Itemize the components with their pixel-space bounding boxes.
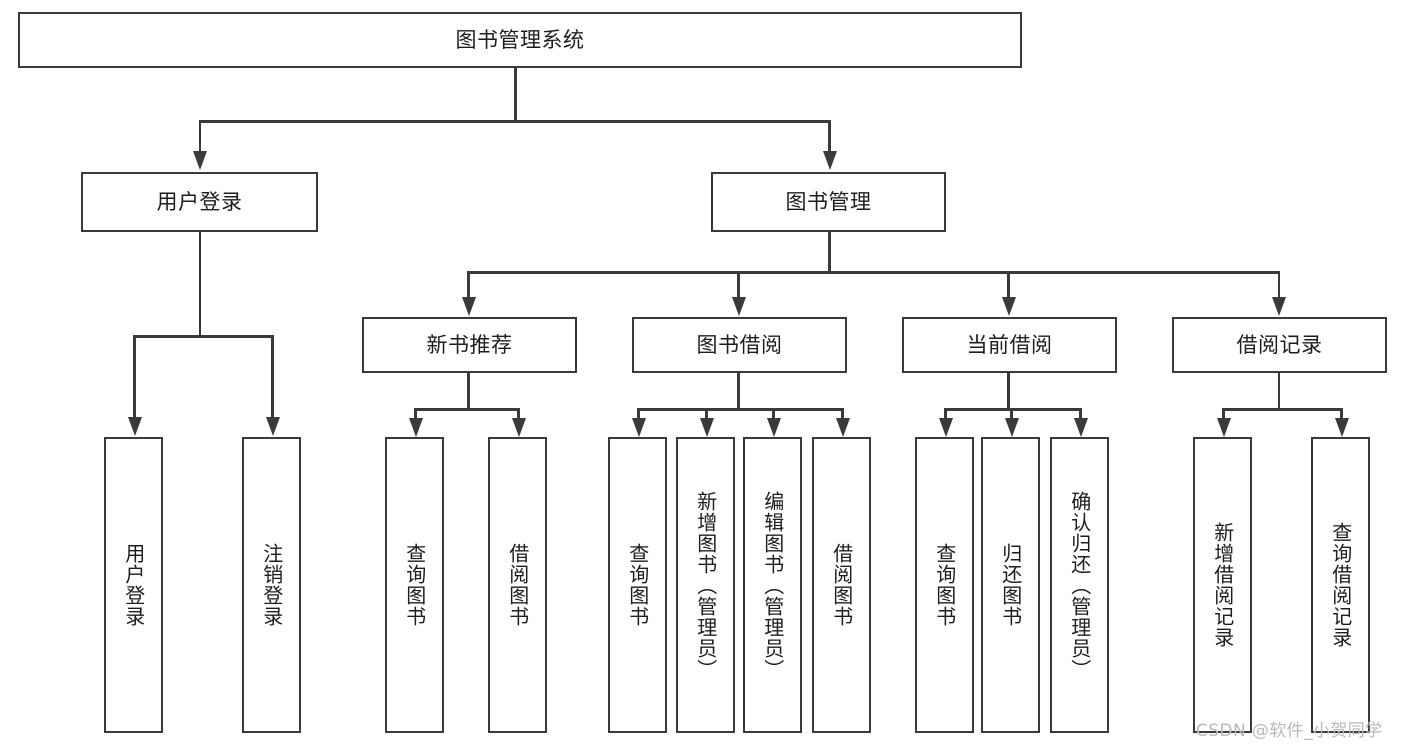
node-label: 图书管理 xyxy=(785,189,872,214)
arrowhead-user-login-leaf-1 xyxy=(265,417,280,436)
connector-new-book-bus xyxy=(415,408,519,411)
connector-book-borrow-leaf-1 xyxy=(705,408,708,420)
connector-bus-to-new-book xyxy=(467,271,470,299)
leaf-user-login-0[interactable]: 用户登录 xyxy=(104,437,163,733)
connector-root-to-user-login xyxy=(198,120,201,153)
arrowhead-book-borrow-leaf-2 xyxy=(766,418,781,437)
arrowhead-book-borrow-leaf-3 xyxy=(835,418,850,437)
arrowhead-bus-to-book-borrow xyxy=(731,297,746,316)
leaf-book-borrow-3[interactable]: 借阅图书 xyxy=(812,437,871,733)
node-label: 图书管理系统 xyxy=(455,27,585,52)
watermark-text: CSDN @软件_小贺同学 xyxy=(1196,721,1383,741)
leaf-book-borrow-1[interactable]: 新增图书（管理员） xyxy=(676,437,735,733)
node-label: 用户登录 xyxy=(156,189,243,214)
arrowhead-book-borrow-leaf-0 xyxy=(631,418,646,437)
connector-book-borrow-leaf-0 xyxy=(637,408,640,420)
leaf-borrow-record-1[interactable]: 查询借阅记录 xyxy=(1311,437,1370,733)
connector-root-bus xyxy=(199,120,831,123)
leaf-user-login-1[interactable]: 注销登录 xyxy=(242,437,301,733)
arrowhead-book-borrow-leaf-1 xyxy=(699,418,714,437)
arrowhead-current-borrow-leaf-2 xyxy=(1073,418,1088,437)
node-label: 图书借阅 xyxy=(696,332,783,357)
connector-book-mgmt-bus xyxy=(468,271,1280,274)
node-label: 查询图书 xyxy=(402,543,427,627)
arrowhead-bus-to-current-borrow xyxy=(1001,297,1016,316)
node-user-login[interactable]: 用户登录 xyxy=(81,172,318,232)
connector-book-borrow-leaf-2 xyxy=(772,408,775,420)
connector-book-mgmt-stem xyxy=(828,232,831,273)
node-label: 借阅记录 xyxy=(1236,332,1323,357)
arrowhead-new-book-leaf-0 xyxy=(408,418,423,437)
node-new-book-recommend[interactable]: 新书推荐 xyxy=(362,317,577,373)
connector-user-login-bus xyxy=(134,335,273,338)
connector-current-borrow-leaf-0 xyxy=(944,408,947,420)
connector-current-borrow-stem xyxy=(1007,373,1010,410)
node-label: 借阅图书 xyxy=(505,543,530,627)
connector-bus-to-book-borrow xyxy=(737,271,740,299)
connector-borrow-record-stem xyxy=(1277,373,1280,410)
leaf-new-book-recommend-0[interactable]: 查询图书 xyxy=(385,437,444,733)
connector-book-borrow-leaf-3 xyxy=(841,408,844,420)
arrowhead-borrow-record-leaf-1 xyxy=(1334,418,1349,437)
arrowhead-new-book-leaf-1 xyxy=(511,418,526,437)
connector-current-borrow-bus xyxy=(945,408,1080,411)
connector-user-login-leaf-1 xyxy=(271,335,274,419)
connector-new-book-stem xyxy=(467,373,470,410)
node-label: 借阅图书 xyxy=(829,543,854,627)
node-label: 注销登录 xyxy=(259,543,284,627)
arrowhead-borrow-record-leaf-0 xyxy=(1216,418,1231,437)
arrowhead-root-to-book-mgmt xyxy=(822,151,837,170)
connector-user-login-stem xyxy=(198,232,201,337)
connector-root-to-book-mgmt xyxy=(828,120,831,153)
node-label: 查询图书 xyxy=(932,543,957,627)
node-book-management[interactable]: 图书管理 xyxy=(711,172,946,232)
node-book-borrow[interactable]: 图书借阅 xyxy=(632,317,847,373)
node-label: 新增图书（管理员） xyxy=(693,490,718,680)
connector-current-borrow-leaf-2 xyxy=(1079,408,1082,420)
arrowhead-bus-to-borrow-record xyxy=(1272,297,1286,316)
connector-borrow-record-leaf-0 xyxy=(1222,408,1225,420)
arrowhead-user-login-leaf-0 xyxy=(127,417,142,436)
node-borrow-record[interactable]: 借阅记录 xyxy=(1172,317,1387,373)
connector-bus-to-current-borrow xyxy=(1007,271,1010,299)
node-label: 编辑图书（管理员） xyxy=(760,490,785,680)
connector-borrow-record-leaf-1 xyxy=(1340,408,1343,420)
node-label: 查询借阅记录 xyxy=(1328,522,1353,648)
leaf-book-borrow-0[interactable]: 查询图书 xyxy=(608,437,667,733)
connector-user-login-leaf-0 xyxy=(133,335,136,419)
leaf-book-borrow-2[interactable]: 编辑图书（管理员） xyxy=(743,437,802,733)
arrowhead-current-borrow-leaf-0 xyxy=(938,418,953,437)
leaf-borrow-record-0[interactable]: 新增借阅记录 xyxy=(1193,437,1252,733)
connector-borrow-record-bus xyxy=(1223,408,1342,411)
node-label: 新书推荐 xyxy=(426,332,513,357)
connector-current-borrow-leaf-1 xyxy=(1010,408,1013,420)
arrowhead-bus-to-new-book xyxy=(461,297,476,316)
node-label: 确认归还（管理员） xyxy=(1067,490,1092,680)
node-label: 查询图书 xyxy=(625,543,650,627)
node-label: 当前借阅 xyxy=(966,332,1053,357)
leaf-current-borrow-2[interactable]: 确认归还（管理员） xyxy=(1050,437,1109,733)
leaf-current-borrow-1[interactable]: 归还图书 xyxy=(981,437,1040,733)
connector-new-book-leaf-0 xyxy=(414,408,417,420)
node-label: 归还图书 xyxy=(998,543,1023,627)
leaf-new-book-recommend-1[interactable]: 借阅图书 xyxy=(488,437,547,733)
connector-book-borrow-bus xyxy=(638,408,843,411)
node-current-borrow[interactable]: 当前借阅 xyxy=(902,317,1117,373)
leaf-current-borrow-0[interactable]: 查询图书 xyxy=(915,437,974,733)
connector-bus-to-borrow-record xyxy=(1277,271,1280,299)
arrowhead-current-borrow-leaf-1 xyxy=(1004,418,1019,437)
connector-root-stem xyxy=(514,68,517,122)
node-label: 新增借阅记录 xyxy=(1210,522,1235,648)
connector-new-book-leaf-1 xyxy=(517,408,520,420)
node-root-system[interactable]: 图书管理系统 xyxy=(18,12,1022,68)
arrowhead-root-to-user-login xyxy=(193,151,207,170)
connector-book-borrow-stem xyxy=(737,373,740,410)
node-label: 用户登录 xyxy=(121,543,146,627)
